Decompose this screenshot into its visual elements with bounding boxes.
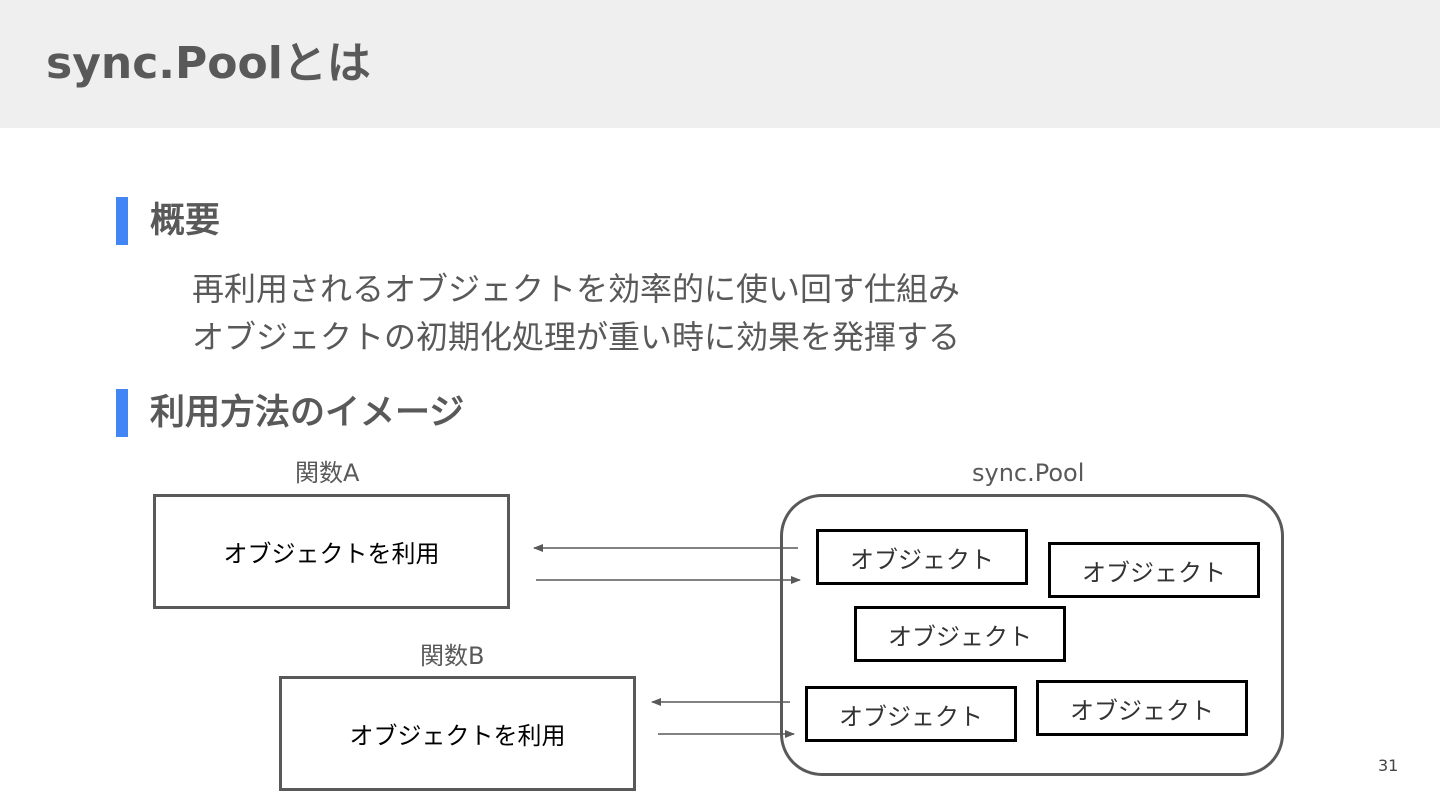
pool-object-3: オブジェクト xyxy=(854,606,1066,662)
page-number: 31 xyxy=(1378,756,1399,775)
overview-line-2: オブジェクトの初期化処理が重い時に効果を発揮する xyxy=(192,318,961,356)
usage-accent-bar xyxy=(116,389,128,437)
func-b-box-text: オブジェクトを利用 xyxy=(349,722,566,750)
pool-object-2: オブジェクト xyxy=(1048,542,1260,598)
pool-object-2-text: オブジェクト xyxy=(1082,558,1226,587)
overview-heading: 概要 xyxy=(150,201,221,241)
pool-object-3-text: オブジェクト xyxy=(888,622,1032,651)
slide-title: sync.Poolとは xyxy=(46,38,371,89)
pool-object-4: オブジェクト xyxy=(805,686,1017,742)
func-a-box: オブジェクトを利用 xyxy=(153,494,510,609)
pool-object-1: オブジェクト xyxy=(816,529,1028,585)
pool-label: sync.Pool xyxy=(972,459,1085,487)
func-a-label: 関数A xyxy=(295,459,360,487)
func-b-box: オブジェクトを利用 xyxy=(279,676,636,791)
pool-object-5-text: オブジェクト xyxy=(1070,696,1214,725)
slide-header xyxy=(0,0,1440,128)
func-a-box-text: オブジェクトを利用 xyxy=(223,540,440,568)
overview-line-1: 再利用されるオブジェクトを効率的に使い回す仕組み xyxy=(192,270,961,308)
func-b-label: 関数B xyxy=(420,642,485,670)
pool-container xyxy=(780,494,1284,776)
pool-object-1-text: オブジェクト xyxy=(850,545,994,574)
pool-object-5: オブジェクト xyxy=(1036,680,1248,736)
overview-accent-bar xyxy=(116,197,128,245)
usage-heading: 利用方法のイメージ xyxy=(150,393,465,433)
pool-object-4-text: オブジェクト xyxy=(839,702,983,731)
